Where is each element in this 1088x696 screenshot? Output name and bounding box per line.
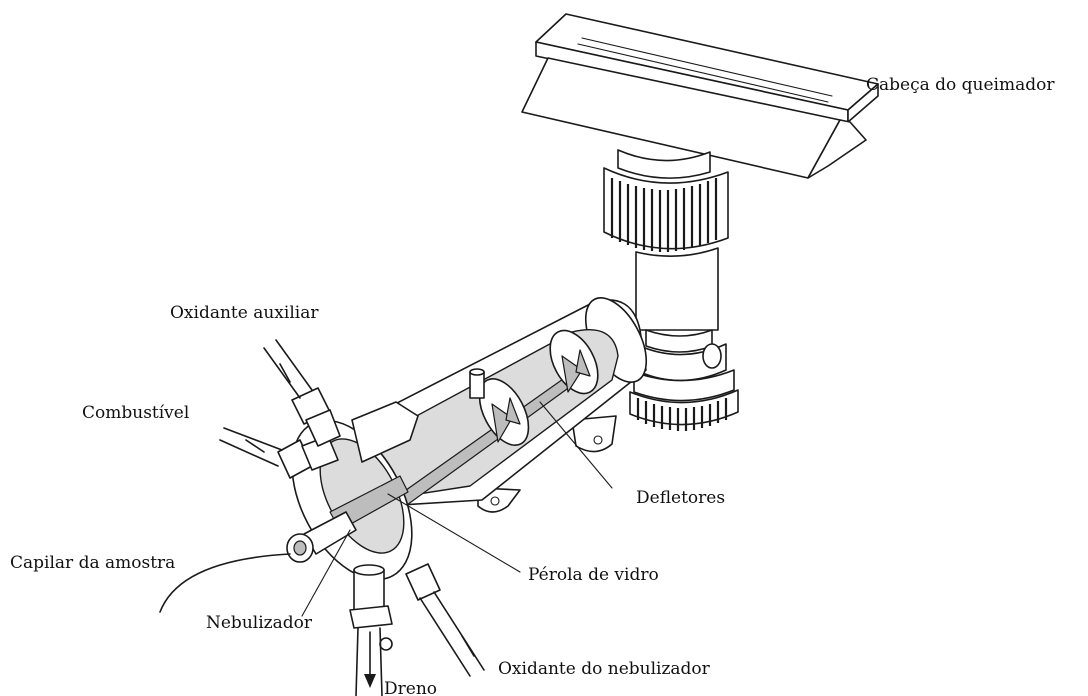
label-aux-oxidant: Oxidante auxiliar (170, 303, 319, 323)
leader-lines (301, 401, 613, 617)
label-sample-capillary: Capilar da amostra (10, 553, 175, 573)
baffle-1 (478, 378, 530, 446)
label-baffles: Defletores (636, 488, 725, 508)
burner-base (603, 149, 739, 431)
nebulizer-assembly (277, 387, 441, 651)
label-drain: Dreno (384, 679, 437, 696)
label-nebulizer: Nebulizador (206, 613, 313, 633)
baffle-2 (549, 329, 599, 395)
inlet-lines (159, 339, 485, 696)
upper-knurl (610, 178, 718, 252)
spray-chamber (351, 297, 648, 513)
label-burner-head: Cabeça do queimador (866, 75, 1055, 95)
lower-knurl (636, 398, 728, 431)
label-glass-bead: Pérola de vidro (528, 565, 659, 585)
burner-head (521, 13, 879, 179)
label-nebulizer-oxidant: Oxidante do nebulizador (498, 659, 711, 679)
label-fuel: Combustível (82, 403, 189, 423)
